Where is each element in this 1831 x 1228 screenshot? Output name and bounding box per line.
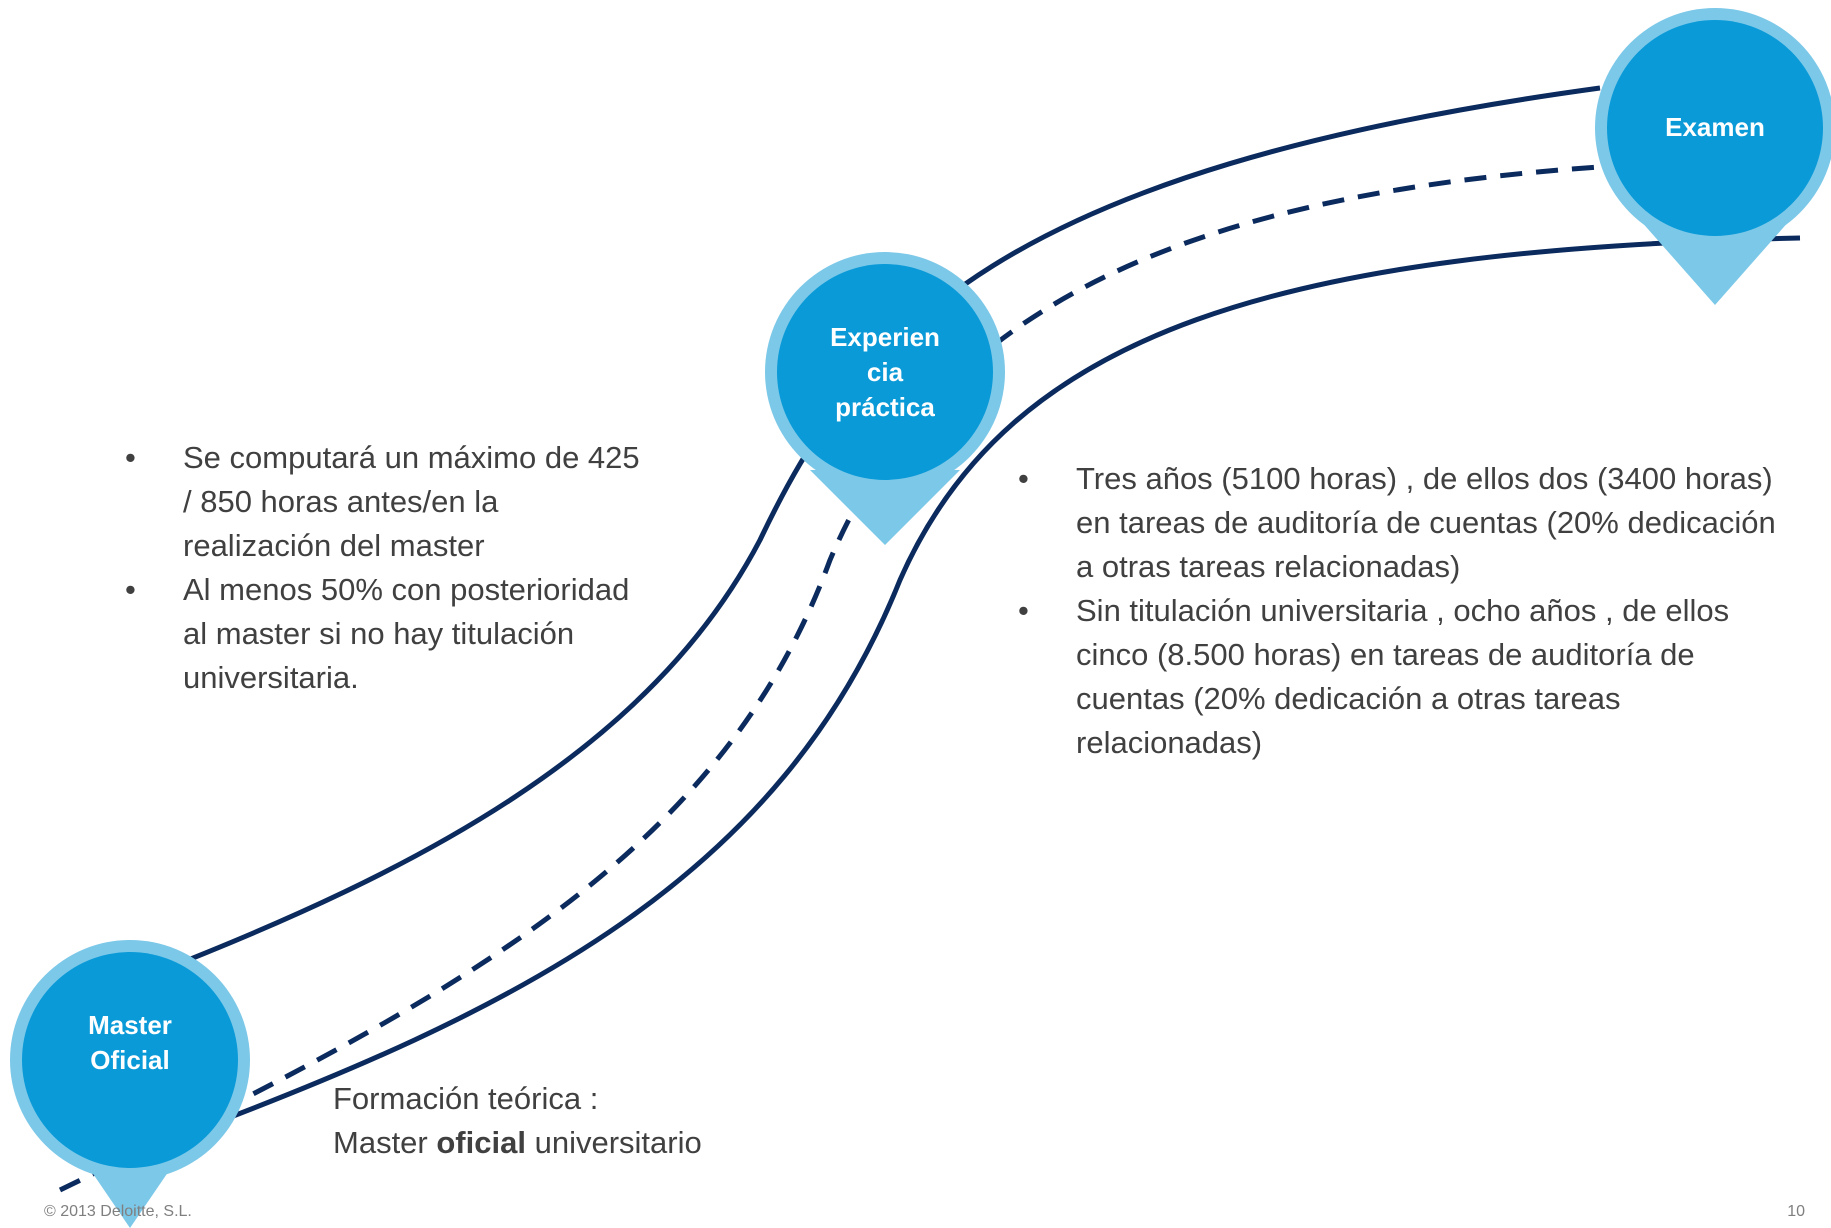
formation-caption-line-1: Formación teórica :	[333, 1081, 599, 1116]
road-center-dashed-line	[58, 162, 1631, 1193]
footer-copyright: © 2013 Deloitte, S.L.	[44, 1203, 192, 1220]
pin-master-oficial	[10, 940, 250, 1228]
milestone-label-master: Master Oficial	[60, 1008, 200, 1078]
formation-caption-bold: oficial	[436, 1125, 526, 1160]
milestone-label-experience-line-1: Experien	[830, 322, 940, 352]
formation-caption-prefix: Master	[333, 1125, 428, 1160]
pin-experiencia-practica	[765, 252, 1005, 545]
milestone-label-exam-line-1: Examen	[1665, 112, 1765, 142]
left-bullet-list: Se computará un máximo de 425 / 850 hora…	[125, 436, 645, 700]
milestone-label-master-line-2: Oficial	[90, 1045, 170, 1075]
formation-caption: Formación teórica : Master oficial unive…	[333, 1077, 702, 1165]
milestone-label-experience-line-2: cia	[866, 357, 904, 387]
formation-caption-suffix: universitario	[534, 1125, 702, 1160]
left-bullet-item: Al menos 50% con posterioridad al master…	[125, 568, 645, 700]
formation-caption-line-2: Master oficial universitario	[333, 1121, 702, 1165]
left-bullet-item: Se computará un máximo de 425 / 850 hora…	[125, 436, 645, 568]
footer-page-number: 10	[1787, 1203, 1805, 1220]
milestone-label-experience-line-3: práctica	[835, 392, 935, 422]
right-bullet-item: Sin titulación universitaria , ocho años…	[1018, 589, 1798, 765]
road-lower-edge	[169, 235, 1801, 1143]
right-bullet-item: Tres años (5100 horas) , de ellos dos (3…	[1018, 457, 1798, 589]
milestone-label-master-line-1: Master	[88, 1010, 172, 1040]
milestone-label-experience: Experien cia práctica	[805, 320, 965, 425]
pin-examen	[1595, 8, 1831, 305]
right-bullet-list: Tres años (5100 horas) , de ellos dos (3…	[1018, 457, 1798, 765]
road-upper-edge	[149, 85, 1601, 978]
milestone-label-exam: Examen	[1635, 110, 1795, 145]
